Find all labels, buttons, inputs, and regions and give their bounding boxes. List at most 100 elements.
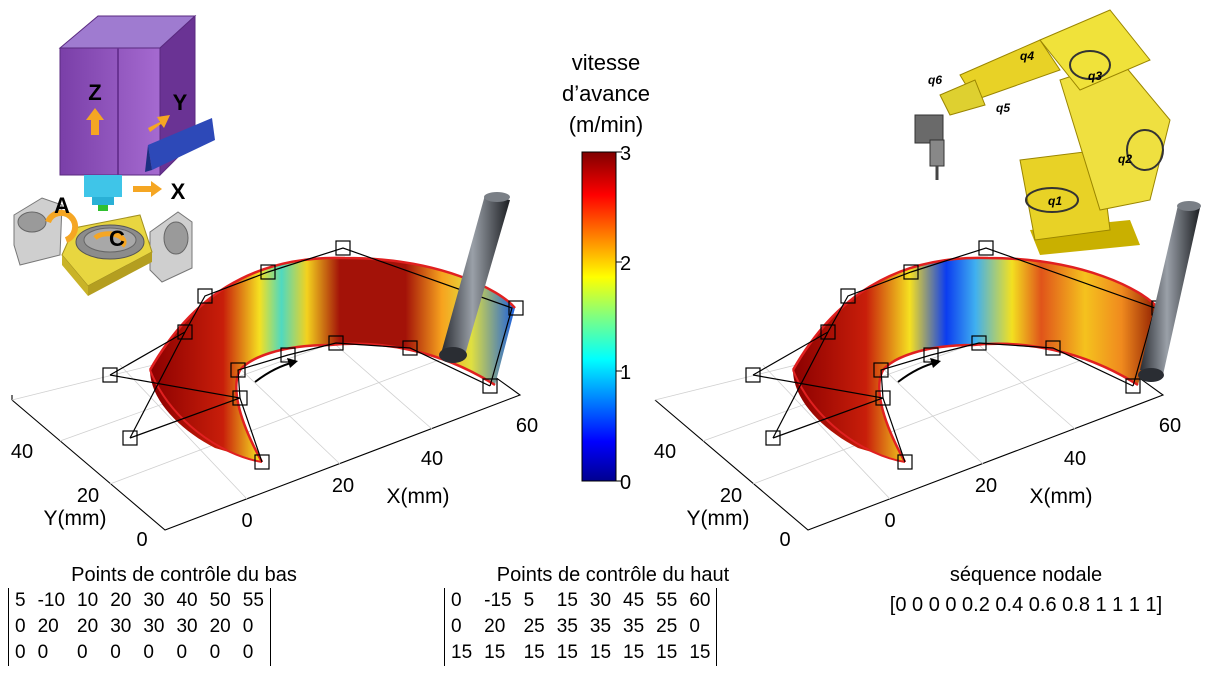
- axis-label-y: Y: [173, 90, 188, 115]
- plot-right-ytick-20: 20: [720, 485, 742, 507]
- bottom-points-matrix-cell: 0: [77, 642, 88, 663]
- top-points-matrix-cell: 15: [589, 642, 612, 663]
- joint-label-q5: q5: [996, 101, 1010, 115]
- plot-left-ytick-40: 40: [11, 441, 33, 463]
- axis-label-z: Z: [88, 80, 101, 105]
- top-points-matrix-cell: 30: [589, 590, 612, 611]
- top-points-matrix-row: 15 15 15 15 15 15 15 15: [445, 640, 717, 666]
- bottom-points-matrix-cell: 55: [242, 590, 264, 611]
- top-points-matrix-cell: 25: [656, 616, 678, 637]
- bottom-points-matrix-cell: 0: [110, 642, 121, 663]
- top-points-matrix-cell: 15: [451, 642, 473, 663]
- top-points-matrix-cell: 15: [484, 642, 506, 663]
- axis-label-a: A: [54, 193, 70, 218]
- bottom-points-matrix-cell: 50: [209, 590, 231, 611]
- bottom-points-matrix-cell: 20: [110, 590, 132, 611]
- colorbar-tick-3: 3: [620, 143, 631, 165]
- bottom-points-matrix-cell: 20: [77, 616, 99, 637]
- bottom-points-matrix-cell: 30: [110, 616, 132, 637]
- joint-label-q3: q3: [1088, 69, 1102, 83]
- top-points-matrix-row: 0 20 25 35 35 35 25 0: [445, 614, 717, 640]
- colorbar-title-line-1: vitesse: [572, 50, 640, 75]
- bottom-points-matrix-cell: 10: [77, 590, 99, 611]
- bottom-points-matrix-cell: 0: [209, 642, 221, 663]
- plot-left-ytick-20: 20: [77, 485, 99, 507]
- top-points-matrix-cell: 20: [484, 616, 506, 637]
- plot-right-xtick-60: 60: [1159, 415, 1181, 437]
- top-points-matrix-cell: 35: [623, 616, 645, 637]
- bottom-points-matrix-cell: 0: [15, 616, 26, 637]
- top-points-matrix-cell: 60: [689, 590, 711, 611]
- bottom-points-matrix-cell: 0: [37, 642, 49, 663]
- knot-sequence-title: séquence nodale: [950, 564, 1102, 586]
- plot-right-xtick-0: 0: [884, 510, 895, 532]
- top-points-matrix-cell: 15: [556, 642, 578, 663]
- bottom-points-matrix-row: 5 -10 10 20 30 40 50 55: [9, 588, 271, 614]
- joint-label-q4: q4: [1020, 49, 1034, 63]
- top-points-matrix-cell: 15: [523, 642, 545, 663]
- top-points-matrix-cell: 55: [656, 590, 678, 611]
- bottom-points-matrix-row: 0 20 20 30 30 30 20 0: [9, 614, 271, 640]
- top-points-matrix-cell: 35: [556, 616, 578, 637]
- bottom-points-matrix-cell: 0: [176, 642, 188, 663]
- bottom-points-matrix-cell: 30: [176, 616, 198, 637]
- bottom-points-matrix-cell: 30: [143, 590, 165, 611]
- top-points-matrix-cell: 15: [656, 642, 678, 663]
- top-points-matrix-cell: 35: [589, 616, 612, 637]
- plot-left-ytick-0: 0: [136, 529, 147, 551]
- bottom-points-matrix-cell: 0: [15, 642, 26, 663]
- joint-label-q2: q2: [1118, 152, 1132, 166]
- plot-right-xtick-20: 20: [975, 475, 997, 497]
- top-points-matrix-cell: 15: [623, 642, 645, 663]
- bottom-points-matrix-cell: 20: [209, 616, 231, 637]
- top-points-matrix-cell: 15: [556, 590, 578, 611]
- bottom-points-matrix-cell: 0: [242, 616, 254, 637]
- top-points-matrix-cell: 0: [451, 590, 462, 611]
- plot-left-xtick-40: 40: [421, 448, 443, 470]
- colorbar-title-line-2: d’avance: [562, 81, 650, 106]
- bottom-points-matrix-cell: 5: [15, 590, 26, 611]
- joint-label-q1: q1: [1048, 194, 1062, 208]
- bottom-points-matrix-cell: 40: [176, 590, 198, 611]
- top-points-matrix-cell: 45: [623, 590, 645, 611]
- bottom-points-matrix-cell: 30: [143, 616, 165, 637]
- plot-left-xtick-20: 20: [332, 475, 354, 497]
- colorbar: [581, 151, 617, 482]
- axis-label-x: X: [171, 179, 186, 204]
- plot-right-xtick-40: 40: [1064, 448, 1086, 470]
- colorbar-tick-2: 2: [620, 253, 631, 275]
- plot-left-ylabel: Y(mm): [44, 507, 107, 530]
- plot-left-surface: [102, 192, 524, 470]
- top-points-matrix-row: 0 -15 5 15 30 45 55 60: [445, 588, 717, 614]
- plot-left-xtick-0: 0: [241, 510, 252, 532]
- knot-sequence-value: [0 0 0 0 0.2 0.4 0.6 0.8 1 1 1 1]: [890, 594, 1162, 616]
- plot-right-ytick-0: 0: [779, 529, 790, 551]
- top-points-matrix-cell: 25: [523, 616, 545, 637]
- bottom-points-matrix-cell: 0: [143, 642, 154, 663]
- top-points-matrix-cell: 0: [689, 616, 700, 637]
- plot-right-surface: [745, 201, 1201, 470]
- plot-left-xtick-60: 60: [516, 415, 538, 437]
- plot-right-xlabel: X(mm): [1030, 485, 1093, 508]
- colorbar-tick-1: 1: [620, 362, 631, 384]
- top-points-title: Points de contrôle du haut: [497, 564, 730, 586]
- axis-label-c: C: [109, 226, 125, 251]
- plot-right-ytick-40: 40: [654, 441, 676, 463]
- joint-label-q6: q6: [928, 73, 942, 87]
- colorbar-title-line-3: (m/min): [569, 112, 644, 137]
- bottom-points-matrix-cell: 0: [242, 642, 254, 663]
- bottom-points-matrix-cell: -10: [37, 590, 66, 611]
- industrial-robot-illustration: [914, 9, 1171, 255]
- plot-right-ylabel: Y(mm): [687, 507, 750, 530]
- top-points-matrix-cell: 5: [523, 590, 535, 611]
- top-points-matrix-cell: -15: [484, 590, 512, 611]
- top-points-matrix-cell: 15: [689, 642, 711, 663]
- plot-left-xlabel: X(mm): [387, 485, 450, 508]
- bottom-points-matrix-cell: 20: [37, 616, 59, 637]
- top-points-matrix-cell: 0: [451, 616, 462, 637]
- machine-tool-illustration: [13, 14, 215, 296]
- colorbar-tick-0: 0: [620, 472, 631, 494]
